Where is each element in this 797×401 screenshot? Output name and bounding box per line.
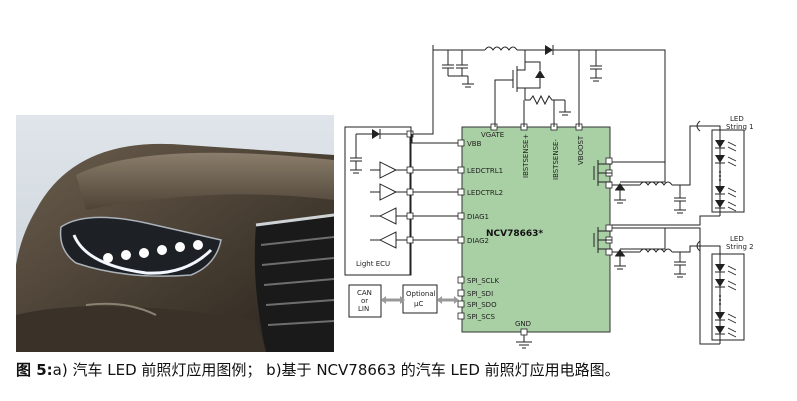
svg-text:or: or [361,297,368,305]
light-ecu-block [344,126,412,276]
caption-text: a) 汽车 LED 前照灯应用图例； b)基于 NCV78663 的汽车 LED… [52,361,620,379]
svg-text:CAN: CAN [357,289,372,297]
chip-name: NCV78663* [486,229,543,239]
pin-spi-sclk: SPI_SCLK [467,277,499,285]
left-pin-squares [457,139,465,320]
pin-diag1: DIAG1 [467,213,489,221]
pin-vboost: VBOOST [577,135,585,165]
ecu-buffers [370,161,458,249]
led-string-2-label-0: LED [730,235,744,243]
svg-text:μC: μC [414,300,423,308]
pin-ledctrl1: LEDCTRL1 [467,167,503,175]
pin-ledctrl2: LEDCTRL2 [467,189,503,197]
car-headlight-photo [16,115,334,352]
can-lin-block [348,284,382,318]
pin-vgate: VGATE [481,131,504,139]
svg-text:Optional: Optional [406,290,436,298]
pin-gnd: GND [515,320,531,328]
pin-ibstsense-minus: IBSTSENSE- [552,139,560,180]
caption-fig-sep: : [46,361,53,379]
led-string-2-box [711,253,745,341]
led-string-2-label-1: String 2 [726,243,754,251]
figure-caption: 图 5:a) 汽车 LED 前照灯应用图例； b)基于 NCV78663 的汽车… [16,359,786,381]
pin-spi-scs: SPI_SCS [467,313,496,321]
svg-text:LIN: LIN [358,305,369,313]
ncv78663-chip [461,126,611,333]
led-string-1-label-0: LED [730,115,744,123]
pin-spi-sdo: SPI_SDO [467,301,497,309]
caption-fig-label: 图 5 [16,361,47,379]
light-ecu-label: Light ECU [356,260,390,268]
pin-vbb: VBB [467,140,482,148]
pin-diag2: DIAG2 [467,237,489,245]
pin-spi-sdi: SPI_SDI [467,290,493,298]
led-string-1-label-1: String 1 [726,123,754,131]
pin-ibstsense-plus: IBSTSENSE+ [522,134,530,178]
led-string-1-box [711,129,745,213]
